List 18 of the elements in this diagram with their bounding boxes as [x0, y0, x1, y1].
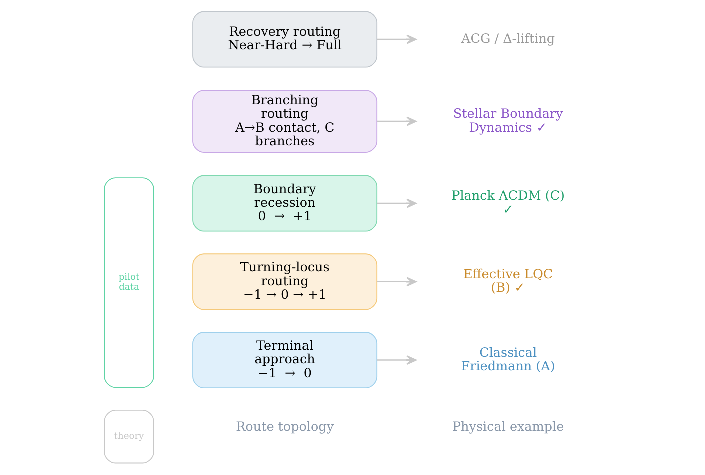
node-box: Boundary recession 0 → +1 [192, 175, 378, 232]
arrow [377, 277, 417, 287]
node-text: Stellar Boundary Dynamics ✓ [453, 107, 564, 136]
node-text: Planck ΛCDM (C) ✓ [452, 189, 566, 218]
node-text: Classical Friedmann (A) [461, 346, 556, 374]
node-box: Terminal approach −1 → 0 [192, 332, 378, 389]
node-text: Effective LQC (B) ✓ [463, 267, 554, 296]
label: Route topology [236, 420, 334, 436]
node-box: pilot data [104, 178, 154, 388]
arrow [377, 356, 417, 366]
node-text: ACG / Δ-lifting [462, 32, 556, 47]
arrow [377, 198, 417, 208]
arrow [377, 116, 417, 126]
arrow [377, 34, 417, 44]
node-box: Branching routing A→B contact, C branches [192, 90, 378, 153]
node-box: Turning-locus routing −1 → 0 → +1 [192, 254, 378, 310]
label: Physical example [452, 420, 564, 436]
node-box: Recovery routing Near-Hard → Full [192, 11, 378, 68]
